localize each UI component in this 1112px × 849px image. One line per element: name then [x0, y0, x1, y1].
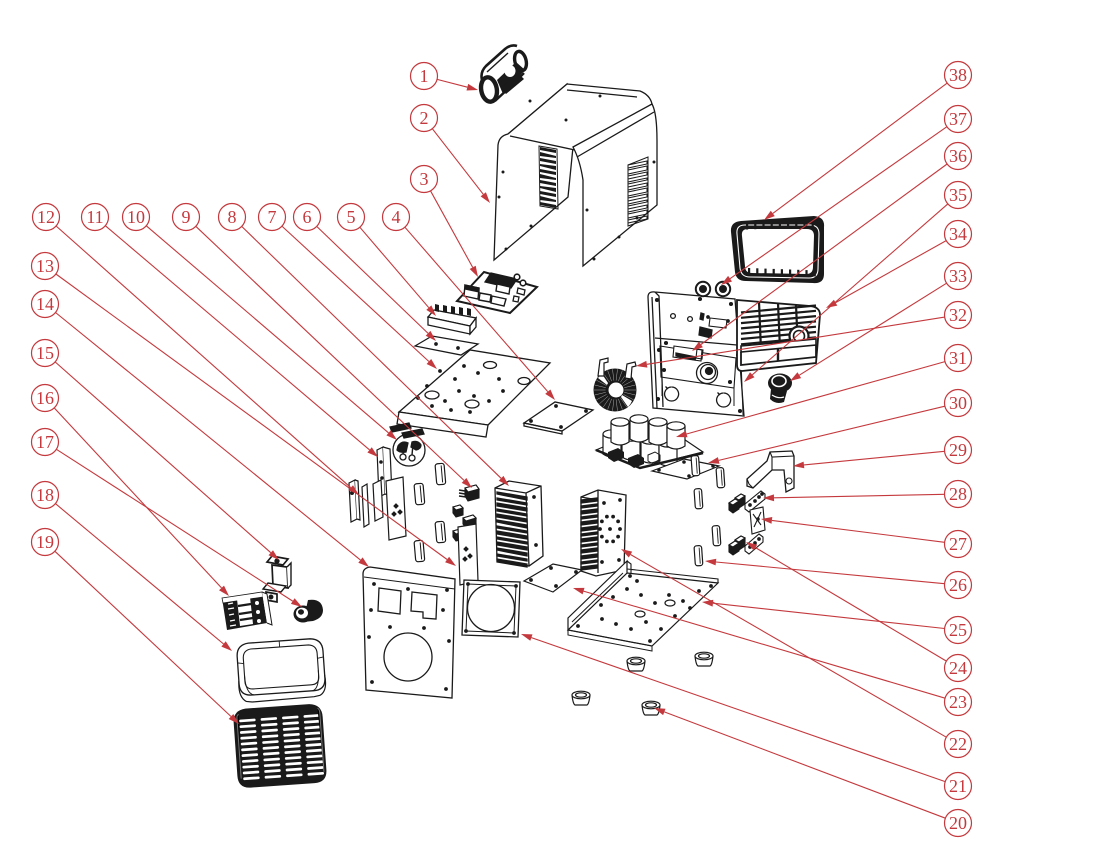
- svg-text:27: 27: [949, 534, 967, 554]
- svg-text:9: 9: [182, 207, 191, 227]
- svg-text:6: 6: [303, 207, 312, 227]
- svg-text:26: 26: [949, 575, 967, 595]
- svg-text:35: 35: [949, 185, 967, 205]
- svg-text:20: 20: [949, 813, 967, 833]
- svg-text:10: 10: [127, 207, 145, 227]
- svg-text:23: 23: [949, 692, 967, 712]
- svg-text:31: 31: [949, 348, 967, 368]
- svg-text:24: 24: [949, 658, 967, 678]
- svg-text:8: 8: [228, 207, 237, 227]
- svg-text:2: 2: [420, 108, 429, 128]
- svg-text:12: 12: [37, 207, 55, 227]
- svg-text:32: 32: [949, 305, 967, 325]
- svg-text:5: 5: [347, 207, 356, 227]
- svg-text:37: 37: [949, 109, 967, 129]
- svg-text:16: 16: [36, 388, 54, 408]
- svg-text:18: 18: [36, 485, 54, 505]
- svg-text:30: 30: [949, 393, 967, 413]
- svg-text:34: 34: [949, 224, 967, 244]
- svg-text:25: 25: [949, 620, 967, 640]
- svg-text:15: 15: [36, 343, 54, 363]
- svg-text:13: 13: [36, 256, 54, 276]
- svg-text:33: 33: [949, 266, 967, 286]
- svg-text:36: 36: [949, 146, 967, 166]
- svg-text:3: 3: [420, 169, 429, 189]
- svg-text:22: 22: [949, 734, 967, 754]
- svg-text:1: 1: [420, 66, 429, 86]
- svg-text:14: 14: [36, 294, 54, 314]
- svg-text:38: 38: [949, 65, 967, 85]
- svg-text:17: 17: [36, 432, 54, 452]
- svg-text:7: 7: [268, 207, 277, 227]
- svg-text:29: 29: [949, 440, 967, 460]
- svg-text:11: 11: [86, 207, 103, 227]
- svg-text:4: 4: [392, 207, 401, 227]
- svg-text:21: 21: [949, 776, 967, 796]
- svg-text:28: 28: [949, 484, 967, 504]
- svg-text:19: 19: [36, 532, 54, 552]
